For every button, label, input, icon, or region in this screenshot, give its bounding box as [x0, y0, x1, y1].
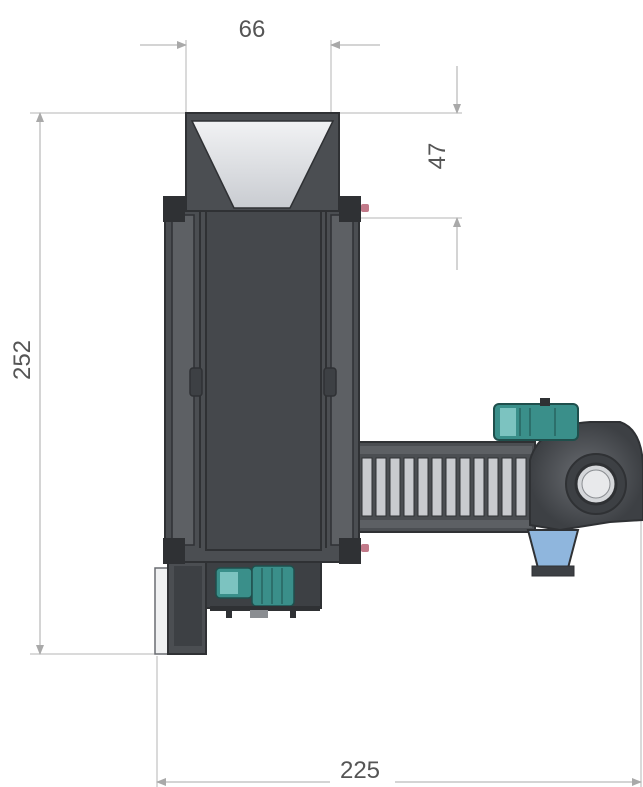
dimension-label-hopper-height: 47	[424, 143, 451, 170]
left-handle	[189, 367, 203, 397]
fan-unit	[493, 398, 643, 577]
main-motor	[205, 561, 322, 618]
dimension-label-total-width: 225	[340, 757, 380, 784]
dimension-label-top-width: 66	[239, 16, 266, 43]
dimension-total-height: 252	[9, 112, 186, 655]
conveyor-slats	[361, 457, 527, 517]
fan-motor	[493, 398, 579, 441]
side-bracket	[154, 561, 207, 655]
dimension-total-width: 225	[156, 520, 642, 787]
hopper	[185, 112, 340, 212]
bolt	[361, 204, 369, 212]
outlet-cone	[526, 529, 580, 569]
right-handle	[323, 367, 337, 397]
main-column	[163, 196, 369, 564]
hopper-funnel	[190, 120, 335, 209]
bolt	[361, 544, 369, 552]
dimension-hopper-height: 47	[340, 66, 462, 270]
dimension-top-width: 66	[140, 16, 380, 112]
dimension-label-total-height: 252	[9, 340, 36, 380]
conveyor	[349, 441, 536, 533]
